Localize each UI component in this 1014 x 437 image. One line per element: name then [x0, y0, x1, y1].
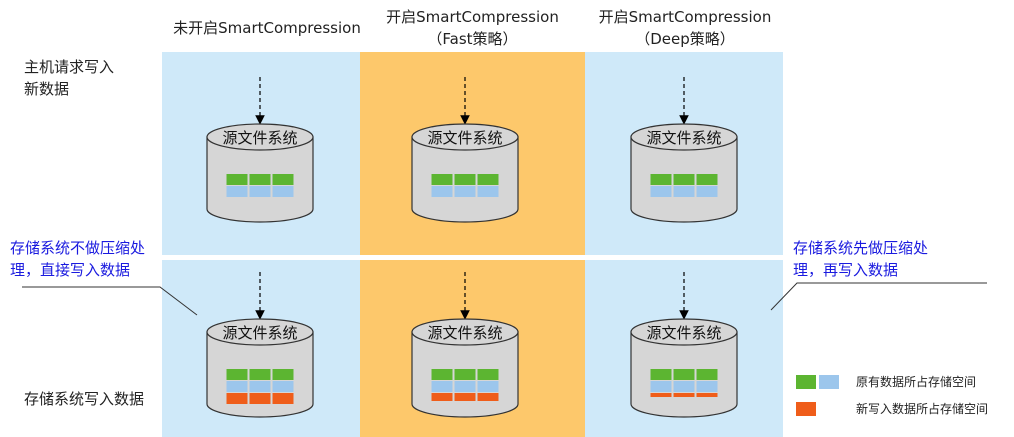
green-data-block — [454, 174, 476, 185]
blue-data-block — [673, 186, 695, 197]
blue-data-block — [673, 381, 695, 392]
legend-existing-label: 原有数据所占存储空间 — [856, 375, 977, 389]
row-label-bottom: 存储系统写入数据 — [24, 390, 145, 408]
column-title-3: 开启SmartCompression （Deep策略） — [585, 6, 785, 50]
column-title-2-line2: （Fast策略） — [427, 30, 518, 48]
orange-data-block — [454, 393, 476, 401]
green-data-block — [650, 174, 672, 185]
blue-data-block — [431, 381, 453, 392]
green-data-block — [477, 369, 499, 380]
blue-data-block — [249, 186, 271, 197]
legend-swatch-green — [796, 375, 816, 389]
column-title-1: 未开启SmartCompression — [162, 17, 372, 39]
note-left-callout — [22, 286, 198, 316]
legend-new-label: 新写入数据所占存储空间 — [856, 402, 989, 416]
green-data-block — [477, 174, 499, 185]
orange-data-block — [431, 393, 453, 401]
green-data-block — [650, 369, 672, 380]
green-data-block — [431, 174, 453, 185]
column-title-3-line2: （Deep策略） — [635, 30, 735, 48]
cylinder-top — [411, 123, 519, 151]
green-data-block — [226, 369, 248, 380]
cylinder-top — [630, 318, 738, 346]
row-label-top: 主机请求写入 新数据 — [24, 58, 115, 98]
blue-data-block — [650, 186, 672, 197]
cylinder-top — [630, 123, 738, 151]
cylinder-label: 源文件系统 — [222, 324, 297, 342]
orange-data-block — [696, 393, 718, 397]
cylinder-top — [206, 318, 314, 346]
green-data-block — [454, 369, 476, 380]
blue-data-block — [226, 381, 248, 392]
column-title-1-line1: 未开启SmartCompression — [173, 19, 361, 37]
green-data-block — [249, 174, 271, 185]
cylinder-label: 源文件系统 — [427, 129, 502, 147]
blue-data-block — [477, 186, 499, 197]
blue-data-block — [696, 381, 718, 392]
orange-data-block — [226, 393, 248, 404]
orange-data-block — [477, 393, 499, 401]
blue-data-block — [249, 381, 271, 392]
note-right-callout — [770, 282, 987, 311]
cylinder-label: 源文件系统 — [646, 129, 721, 147]
green-data-block — [431, 369, 453, 380]
column-title-3-line1: 开启SmartCompression — [598, 8, 772, 26]
cylinder-top — [206, 123, 314, 151]
cylinder-label: 源文件系统 — [222, 129, 297, 147]
orange-data-block — [272, 393, 294, 404]
column-title-2: 开启SmartCompression （Fast策略） — [360, 6, 585, 50]
blue-data-block — [454, 186, 476, 197]
blue-data-block — [650, 381, 672, 392]
cylinder-top — [411, 318, 519, 346]
green-data-block — [249, 369, 271, 380]
legend-swatch-blue — [819, 375, 839, 389]
legend-swatch-orange — [796, 402, 816, 416]
blue-data-block — [431, 186, 453, 197]
green-data-block — [272, 174, 294, 185]
column-title-2-line1: 开启SmartCompression — [386, 8, 559, 26]
green-data-block — [696, 174, 718, 185]
blue-data-block — [226, 186, 248, 197]
blue-data-block — [477, 381, 499, 392]
note-right: 存储系统先做压缩处理，再写入数据 — [793, 239, 929, 279]
note-left: 存储系统不做压缩处理，直接写入数据 — [10, 239, 146, 279]
blue-data-block — [272, 186, 294, 197]
green-data-block — [673, 369, 695, 380]
green-data-block — [272, 369, 294, 380]
blue-data-block — [454, 381, 476, 392]
orange-data-block — [650, 393, 672, 397]
blue-data-block — [272, 381, 294, 392]
row-divider-band — [0, 255, 1014, 260]
cylinder-label: 源文件系统 — [646, 324, 721, 342]
green-data-block — [673, 174, 695, 185]
green-data-block — [226, 174, 248, 185]
cylinder-label: 源文件系统 — [427, 324, 502, 342]
blue-data-block — [696, 186, 718, 197]
green-data-block — [696, 369, 718, 380]
orange-data-block — [249, 393, 271, 404]
orange-data-block — [673, 393, 695, 397]
